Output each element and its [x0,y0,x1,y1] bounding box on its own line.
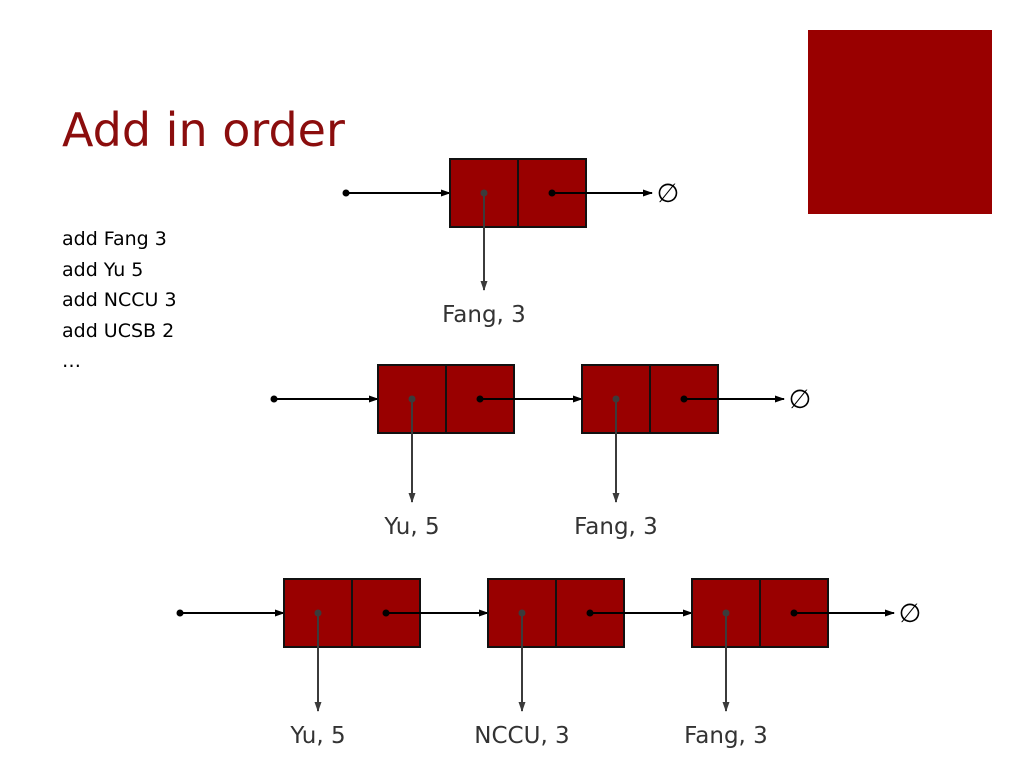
command-line: … [62,350,81,372]
node-value-label: Fang, 3 [442,302,526,328]
node-value-label: Fang, 3 [684,723,768,749]
command-line: add Fang 3 [62,228,167,250]
null-symbol: ∅ [789,385,812,415]
command-line: add NCCU 3 [62,289,177,311]
command-list: add Fang 3 add Yu 5 add NCCU 3 add UCSB … [62,224,177,377]
null-symbol: ∅ [899,599,922,629]
node-value-label: Fang, 3 [574,514,658,540]
null-symbol: ∅ [657,179,680,209]
slide-title: Add in order [62,103,345,157]
decorative-red-square [808,30,992,214]
node-value-label: Yu, 5 [383,514,439,540]
command-line: add UCSB 2 [62,319,175,342]
node-value-label: Yu, 5 [289,723,345,749]
command-line: add Yu 5 [62,258,144,281]
node-value-label: NCCU, 3 [474,723,569,749]
